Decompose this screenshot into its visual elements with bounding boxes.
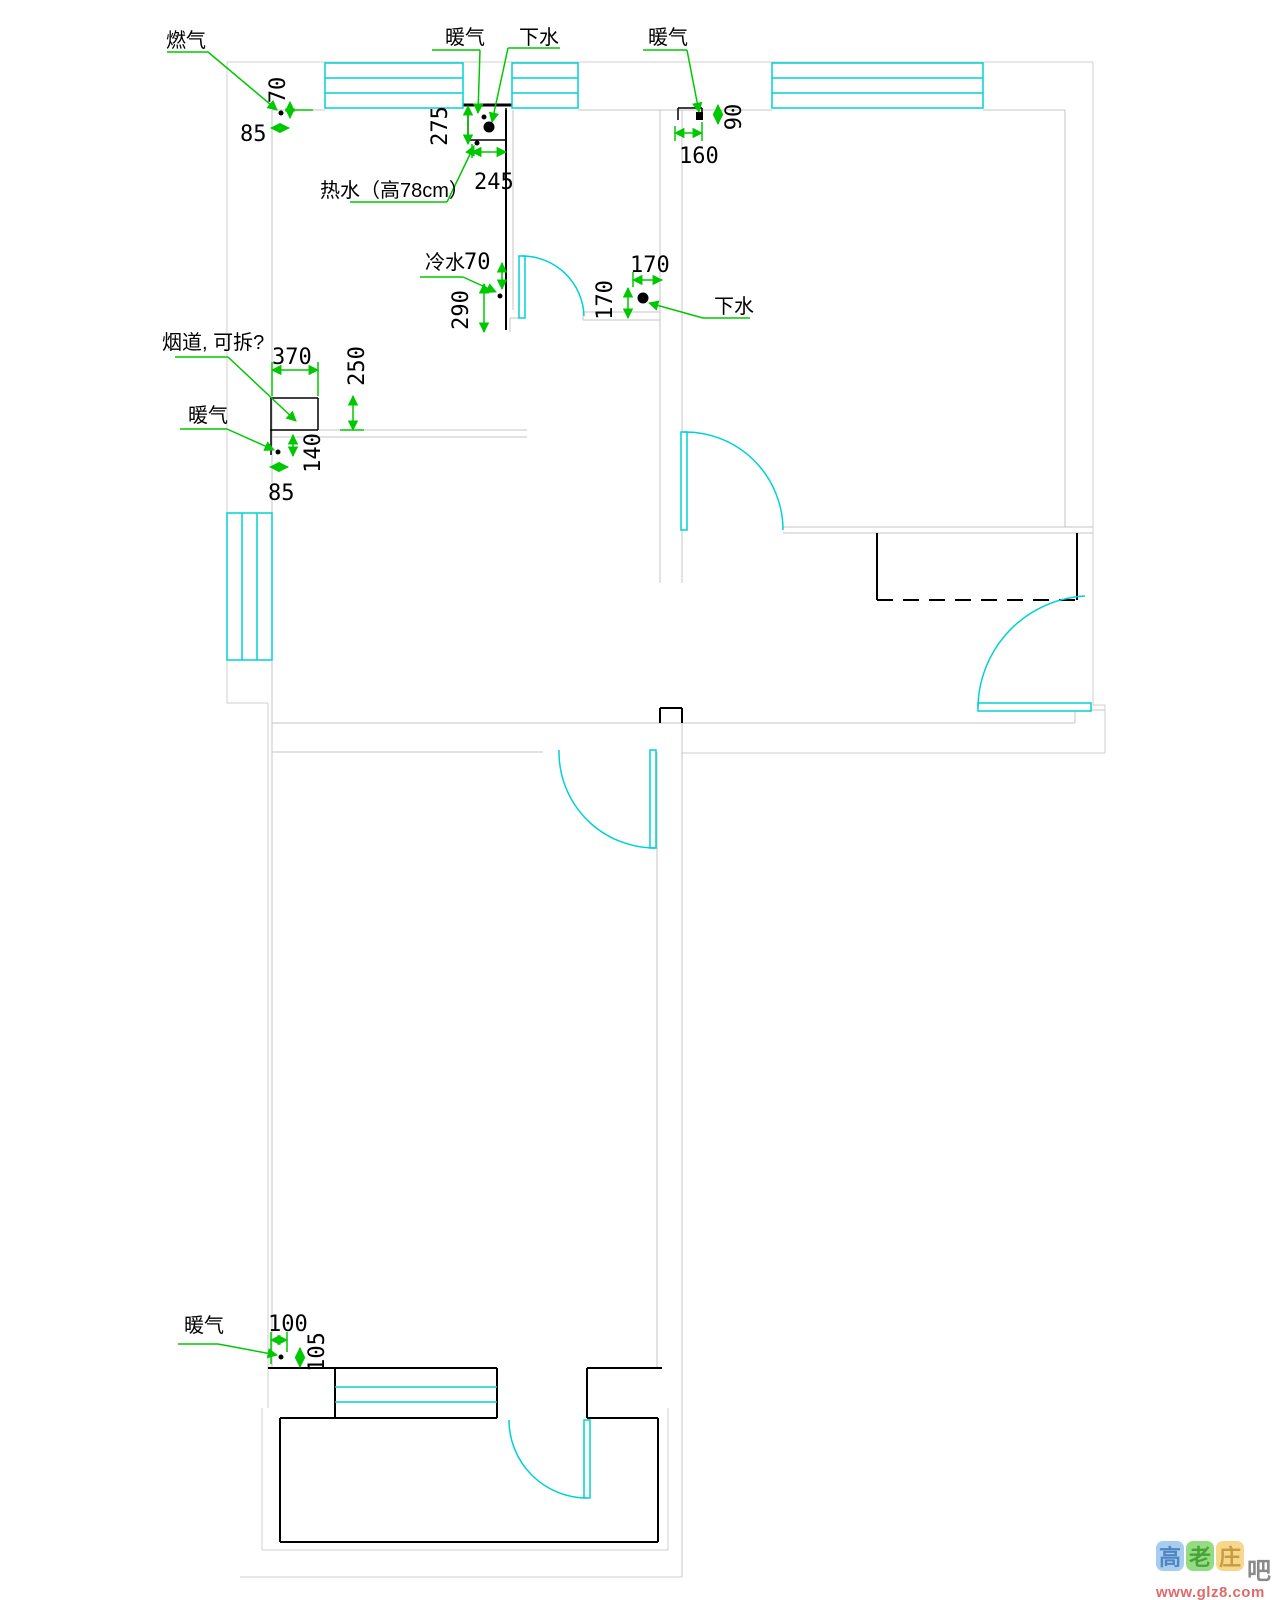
window-kitchen-top [324,62,464,109]
door-bathroom [518,255,585,319]
watermark-badge: 高 [1156,1541,1184,1571]
label-cold-water-value: 70 [464,250,491,275]
watermark-suffix: 吧 [1247,1558,1271,1585]
label-gas: 燃气 [166,29,206,52]
label-drain-bath: 下水 [714,295,754,318]
label-cold-water: 冷水 [425,251,465,274]
dim-85-topleft: 85 [240,122,267,147]
dim-170-h: 170 [630,253,670,278]
gas-point [278,110,284,116]
dim-100: 100 [268,1312,308,1337]
label-hot-water: 热水（高78cm） [320,179,469,202]
window-bottom-room [335,1386,497,1403]
label-heating-topright: 暖气 [648,26,688,49]
drain-point-bath [637,292,649,304]
outer-boundary [226,61,1106,1578]
interior-walls-gray [271,109,1105,1577]
balcony [279,1417,659,1543]
dim-275: 275 [428,106,453,146]
watermark-url: www.glz8.com [1156,1584,1265,1600]
dim-105: 105 [305,1332,330,1372]
dim-245: 245 [474,170,514,195]
watermark-badge: 庄 [1216,1541,1244,1571]
window-topright-room [771,62,984,109]
door-frame-bracket [659,707,683,723]
walls-black [268,103,1078,1543]
watermark: 高 老 庄 吧 www.glz8.com [1156,1541,1276,1600]
door-hall-to-bottom-room [558,749,657,849]
hot-water-point [474,140,480,146]
labels: 燃气 暖气 下水 热水（高78cm） 暖气 冷水 70 下水 烟道, 可拆? 暖… [162,26,754,1337]
door-balcony [508,1419,591,1499]
door-entry [977,595,1092,712]
dim-160: 160 [679,144,719,169]
door-hall-to-topright-room [680,431,784,531]
dim-250: 250 [345,346,370,386]
dim-140: 140 [301,433,326,473]
cold-water-point [497,293,503,299]
label-heating-bottom: 暖气 [184,1314,224,1337]
bottom-room-wall [268,1367,662,1418]
heating-point-bottom [278,1354,284,1360]
heating-point-kitchen [481,114,487,120]
dim-85-kitchen: 85 [268,481,295,506]
dim-70-topleft: 70 [266,77,291,104]
drain-point-kitchen [483,121,495,133]
windows [226,62,984,1403]
utility-points [275,110,649,1360]
doors [508,255,1092,1499]
annotation-leaders [167,47,750,1359]
wardrobe-dashed [876,533,1078,601]
dim-290: 290 [449,290,474,330]
dim-170-v: 170 [593,280,618,320]
dimension-texts: 70 85 275 245 90 160 290 170 170 370 250… [240,77,747,1372]
dimension-lines [268,100,724,1369]
label-drain-kitchen: 下水 [519,26,559,49]
window-kitchen-top-2 [511,62,579,109]
label-heating-kitchen: 暖气 [445,26,485,49]
watermark-badge: 老 [1186,1541,1214,1571]
dim-90: 90 [722,104,747,131]
heating-point-hall [275,449,281,455]
window-left-wall [226,512,273,661]
dim-370: 370 [272,345,312,370]
label-heating-hall: 暖气 [188,404,228,427]
label-flue: 烟道, 可拆? [162,331,264,354]
